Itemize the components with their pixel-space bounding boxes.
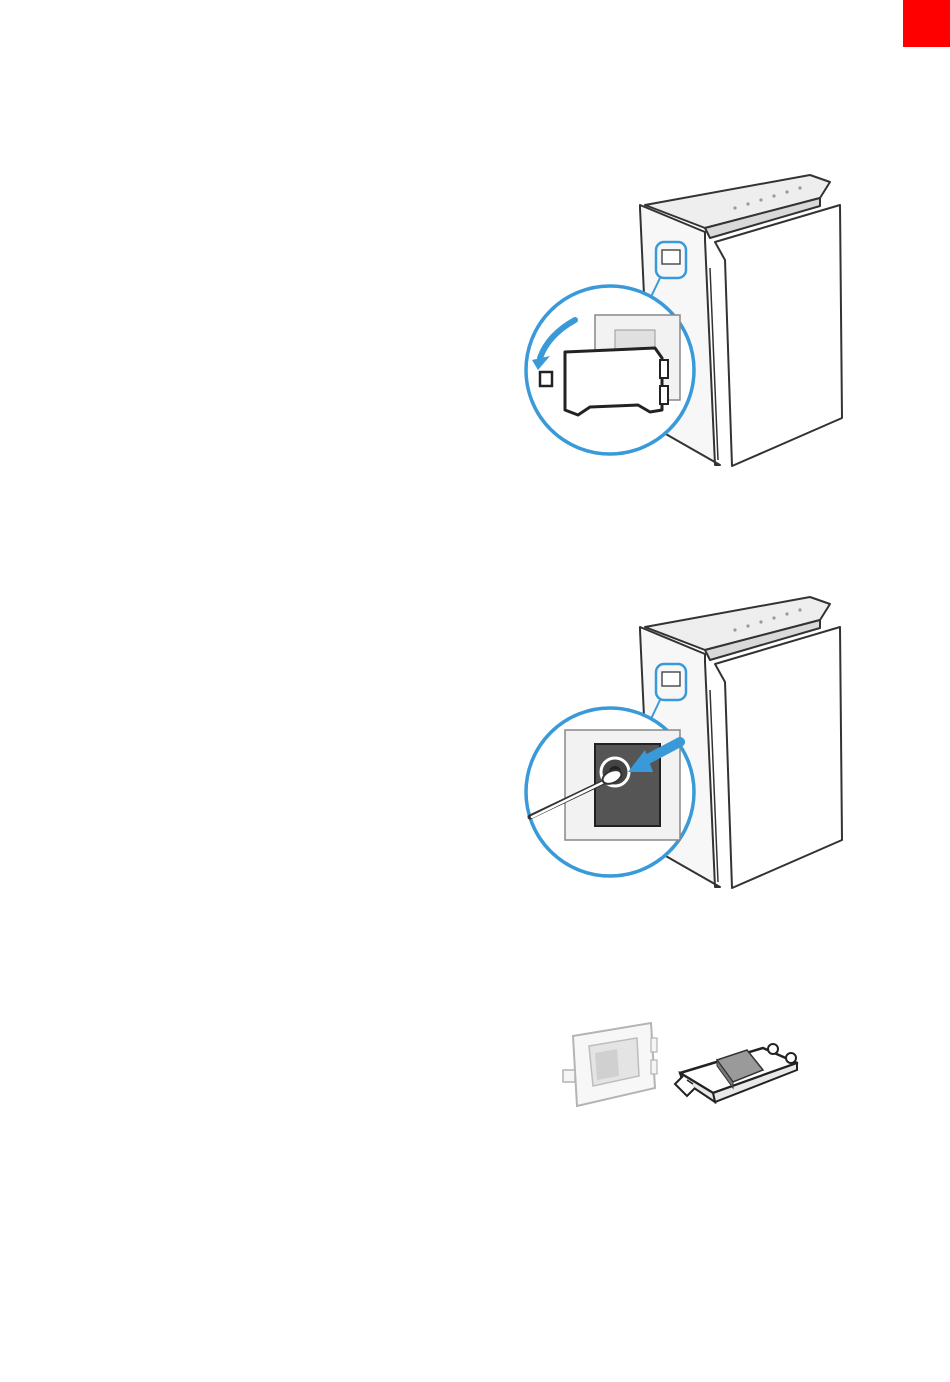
zoom-callout xyxy=(526,708,694,876)
step3-illustration xyxy=(555,1018,805,1113)
step2-illustration xyxy=(520,582,850,882)
step1-illustration xyxy=(520,160,850,460)
sensor-frame-part xyxy=(563,1023,657,1106)
sensor-cover xyxy=(565,348,662,415)
sensor-cover-part xyxy=(675,1044,797,1102)
zoom-callout xyxy=(526,286,694,454)
page-marker-tab xyxy=(903,0,950,47)
